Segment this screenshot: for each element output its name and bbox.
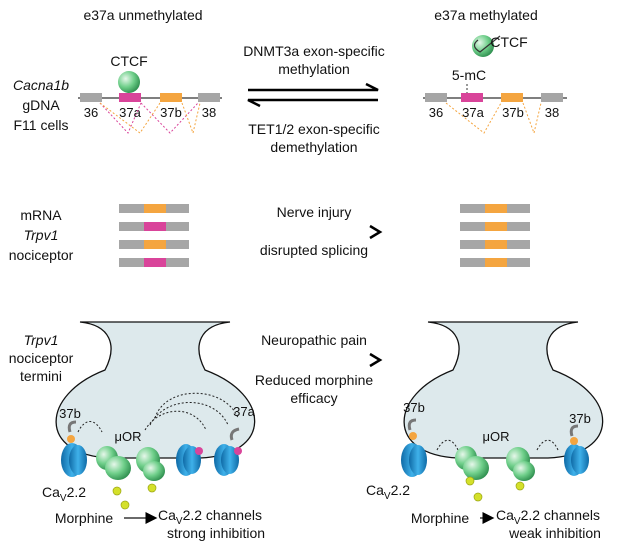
gene-name: Cacna1b	[13, 77, 69, 93]
outcome-left-line1: CaV2.2 channels	[158, 507, 262, 527]
exon-36-right	[425, 93, 447, 102]
left-37a-label: 37a	[233, 404, 255, 419]
gene-right: CTCF 5-mC 36 37a 37b 38	[423, 34, 567, 135]
morphine-molecule-left-2	[120, 500, 130, 510]
channel-tail-right-left	[229, 427, 240, 441]
exon-37a-marker-left-1	[195, 447, 203, 455]
reverse-label-2: demethylation	[270, 139, 357, 155]
forward-label-1: DNMT3a exon-specific	[243, 43, 385, 59]
channel-left-3	[214, 444, 239, 476]
channel-right-1	[401, 443, 427, 477]
exon-label-36: 36	[84, 105, 98, 120]
morphine-molecule-left-1	[112, 486, 122, 496]
left-title: e37a unmethylated	[83, 7, 202, 23]
ctcf-label-right: CTCF	[490, 34, 527, 50]
uor-left-1	[96, 446, 131, 480]
outcome-right-line2: weak inhibition	[508, 525, 601, 541]
morphine-label-left: Morphine	[55, 510, 114, 526]
reverse-label-1: TET1/2 exon-specific	[248, 121, 380, 137]
outcome-left-line2: strong inhibition	[167, 525, 265, 541]
exon-38-left	[198, 93, 220, 102]
morphine-molecule-left-3	[147, 483, 157, 493]
channel-right-2	[564, 444, 589, 476]
exon-37b-marker-left	[67, 435, 75, 443]
right-uor-label: μOR	[483, 429, 510, 444]
efficacy-label: efficacy	[290, 390, 337, 406]
uor-right-2	[506, 447, 535, 481]
morphine-label-right: Morphine	[411, 510, 470, 526]
terminal-right	[403, 321, 604, 459]
trpv1-termini-label-3: termini	[20, 368, 62, 384]
exon-label-37a: 37a	[119, 105, 141, 120]
exon-37b-left	[160, 93, 182, 102]
exon-37b-marker-right-2	[570, 437, 578, 445]
gene-left: CTCF 36 37a 37b 38	[78, 53, 222, 135]
terminal-left	[55, 321, 256, 459]
forward-label-2: methylation	[278, 61, 350, 77]
channel-left-2	[176, 444, 201, 476]
gene-line2: gDNA	[22, 97, 60, 113]
exon-36-left	[80, 93, 102, 102]
trpv1-termini-label-1: Trpv1	[24, 332, 59, 348]
mrna-right	[460, 204, 530, 267]
exon-label-37b-right: 37b	[502, 105, 524, 120]
exon-label-36-right: 36	[429, 105, 443, 120]
trpv1-termini-label-2: nociceptor	[9, 350, 74, 366]
ctcf-label-left: CTCF	[110, 53, 147, 69]
right-title: e37a methylated	[434, 7, 538, 23]
forward-arrow	[248, 82, 379, 92]
nerve-injury-label: Nerve injury	[277, 204, 352, 220]
nociceptor-label: nociceptor	[9, 247, 74, 263]
uor-right-1	[455, 446, 489, 480]
exon-37a-left	[119, 93, 141, 102]
gene-line3: F11 cells	[14, 117, 69, 133]
channel-left-1	[61, 443, 87, 477]
uor-left-2	[136, 447, 165, 481]
methyl-mark-label: 5-mC	[452, 67, 486, 83]
mrna-left	[119, 204, 189, 267]
trpv1-label: Trpv1	[24, 227, 59, 243]
morphine-molecule-right-2	[473, 492, 483, 502]
exon-37a-marker-left-2	[234, 447, 242, 455]
exon-38-right	[541, 93, 563, 102]
left-37b-label: 37b	[59, 406, 81, 421]
disrupted-splicing-label: disrupted splicing	[260, 242, 368, 258]
channel-tail-right-2	[569, 424, 579, 437]
mrna-label: mRNA	[20, 207, 62, 223]
outcome-right-line1: CaV2.2 channels	[496, 507, 600, 527]
exon-37b-marker-right-1	[409, 432, 417, 440]
exon-label-37a-right: 37a	[462, 105, 484, 120]
morphine-molecule-right-3	[515, 481, 525, 491]
channel-tail-left	[67, 420, 77, 433]
morphine-molecule-right-1	[465, 476, 475, 486]
cav-label-left: CaV2.2	[42, 484, 86, 504]
exon-37a-right	[461, 93, 483, 102]
right-37b-label-b: 37b	[569, 411, 591, 426]
neuropathic-pain-label: Neuropathic pain	[261, 332, 367, 348]
reduced-morphine-label: Reduced morphine	[255, 372, 374, 388]
channel-tail-right-1	[407, 418, 417, 431]
reverse-arrow	[247, 98, 378, 108]
left-uor-label: μOR	[115, 429, 142, 444]
exon-37b-right	[501, 93, 523, 102]
exon-label-38: 38	[202, 105, 216, 120]
right-37b-label-a: 37b	[403, 400, 425, 415]
exon-label-38-right: 38	[545, 105, 559, 120]
ctcf-protein-left	[118, 71, 140, 93]
cav-label-right: CaV2.2	[366, 482, 410, 502]
exon-label-37b: 37b	[160, 105, 182, 120]
